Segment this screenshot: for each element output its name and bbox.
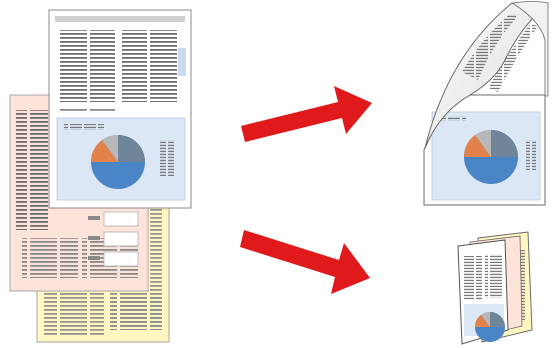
page-front-pie-chart	[91, 135, 145, 189]
folded-booklet	[458, 232, 532, 344]
arrow-to-booklet	[240, 230, 370, 294]
duplex-sheet-pie-chart	[464, 130, 518, 184]
arrow-to-duplex-sheet	[241, 86, 372, 142]
duplex-sheet	[424, 2, 548, 206]
booklet-pie-chart	[475, 312, 505, 342]
page-front	[49, 10, 191, 208]
